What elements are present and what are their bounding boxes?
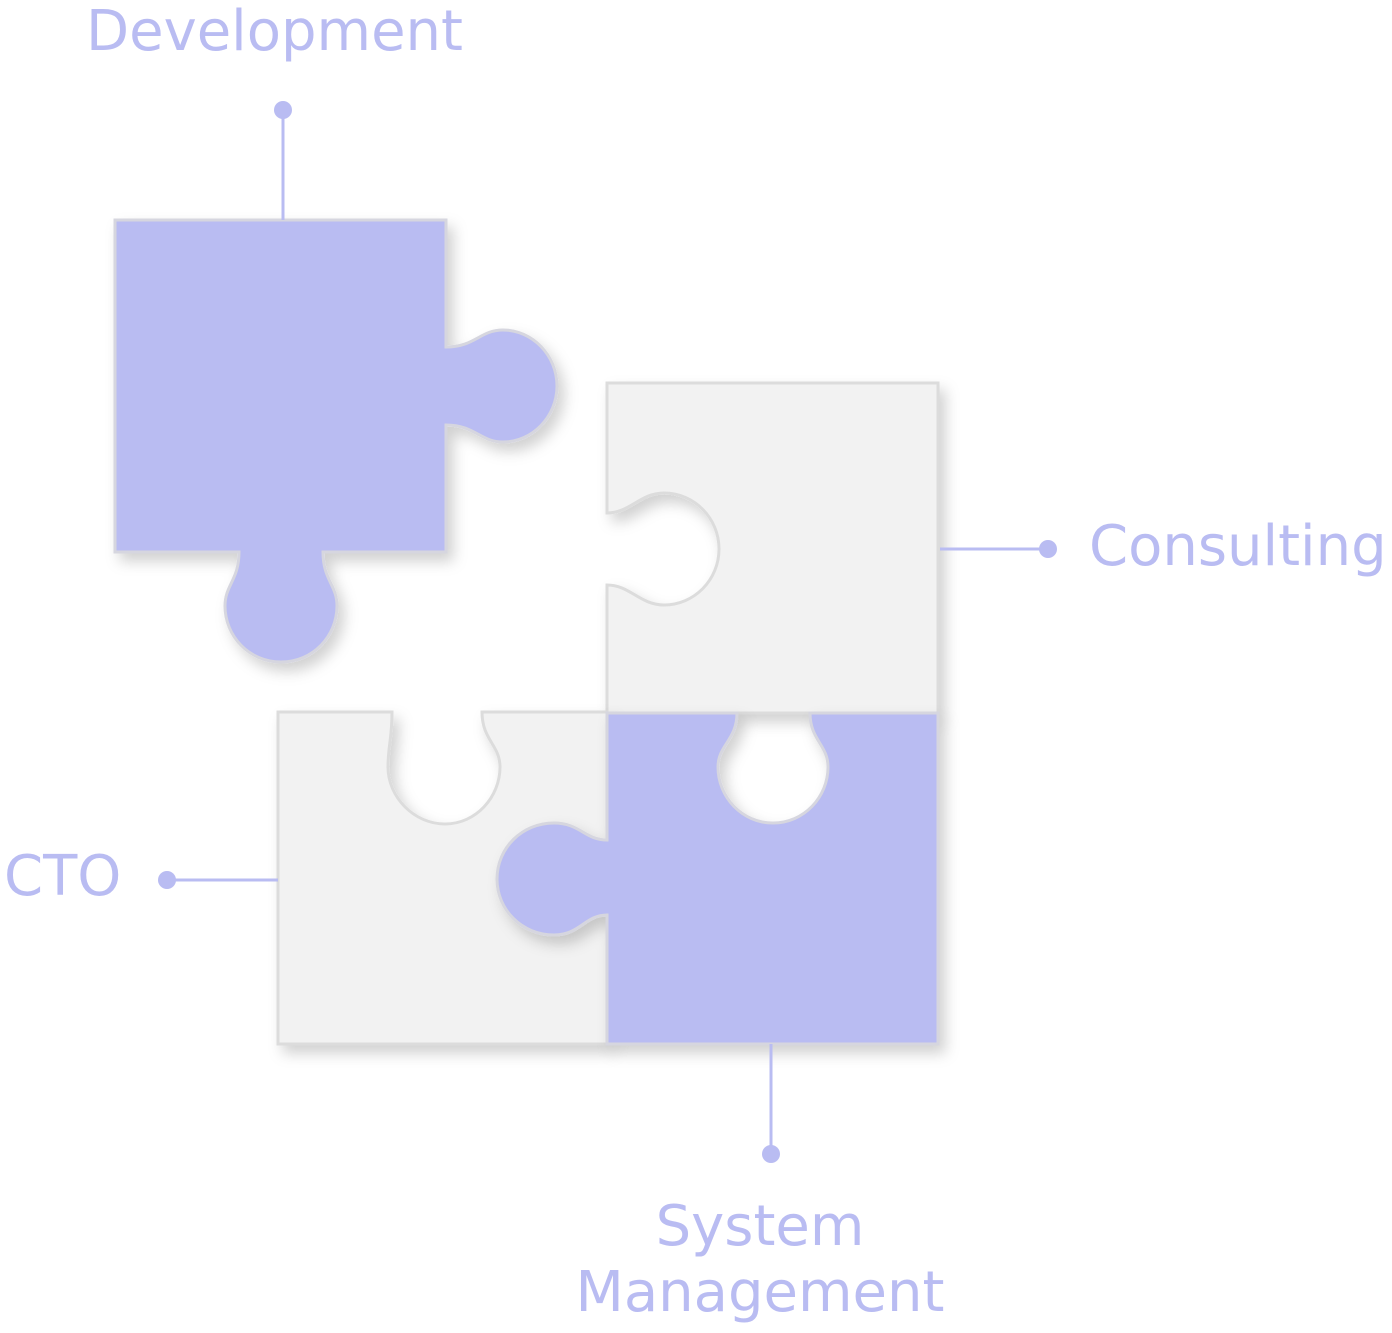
connector-dot-development	[274, 101, 292, 119]
puzzle-piece-cto	[276, 710, 609, 1046]
connector-cto	[158, 871, 278, 889]
label-system-management: System Management	[560, 1194, 960, 1326]
connector-consulting	[940, 540, 1057, 558]
puzzle-piece-system-management	[495, 711, 940, 1046]
label-development: Development	[86, 0, 463, 64]
label-system-management-line1: System	[655, 1194, 865, 1259]
puzzle-piece-consulting	[605, 381, 940, 715]
puzzle-piece-development	[113, 218, 559, 664]
connector-development	[274, 101, 292, 220]
label-consulting: Consulting	[1089, 514, 1387, 579]
connector-dot-consulting	[1039, 540, 1057, 558]
connector-system-management	[762, 1044, 780, 1163]
label-cto: CTO	[4, 844, 122, 909]
connector-dot-system-management	[762, 1145, 780, 1163]
label-system-management-line2: Management	[575, 1260, 945, 1325]
connector-dot-cto	[158, 871, 176, 889]
